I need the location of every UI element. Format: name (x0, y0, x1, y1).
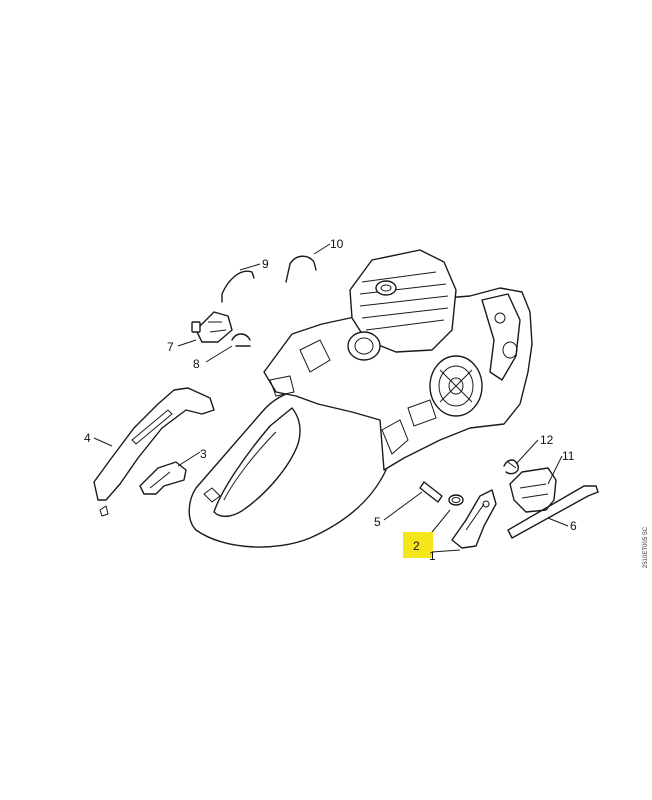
callout-8: 8 (193, 357, 200, 371)
callout-1: 1 (429, 549, 436, 563)
part-8-clip (231, 333, 251, 347)
callout-6: 6 (570, 519, 577, 533)
callout-3: 3 (200, 447, 207, 461)
part-2-o-ring (448, 494, 464, 506)
callout-7: 7 (167, 340, 174, 354)
callout-11: 11 (562, 449, 575, 463)
callout-12: 12 (540, 433, 554, 447)
part-5-pin (419, 481, 443, 503)
part-1-lever (451, 489, 497, 549)
callout-2: 2 (413, 539, 420, 553)
drawing-code: 2510ET005 SC (643, 526, 649, 568)
callout-labels: 1 2 3 4 5 6 7 8 9 10 11 12 (84, 237, 577, 563)
chainsaw-housing (188, 249, 533, 548)
part-3-bracket (139, 461, 187, 495)
part-6-rod (507, 485, 599, 539)
callout-9: 9 (262, 257, 269, 271)
leader-lines (93, 243, 569, 553)
callout-2-highlight (403, 532, 433, 558)
part-7-valve (191, 311, 233, 343)
part-10-wire (285, 255, 317, 283)
callout-10: 10 (330, 237, 344, 251)
part-4-handle (93, 387, 215, 517)
part-12-spring (503, 459, 519, 475)
callout-4: 4 (84, 431, 91, 445)
callout-5: 5 (374, 515, 381, 529)
part-9-wire (221, 270, 255, 303)
part-11-catch (509, 467, 557, 513)
